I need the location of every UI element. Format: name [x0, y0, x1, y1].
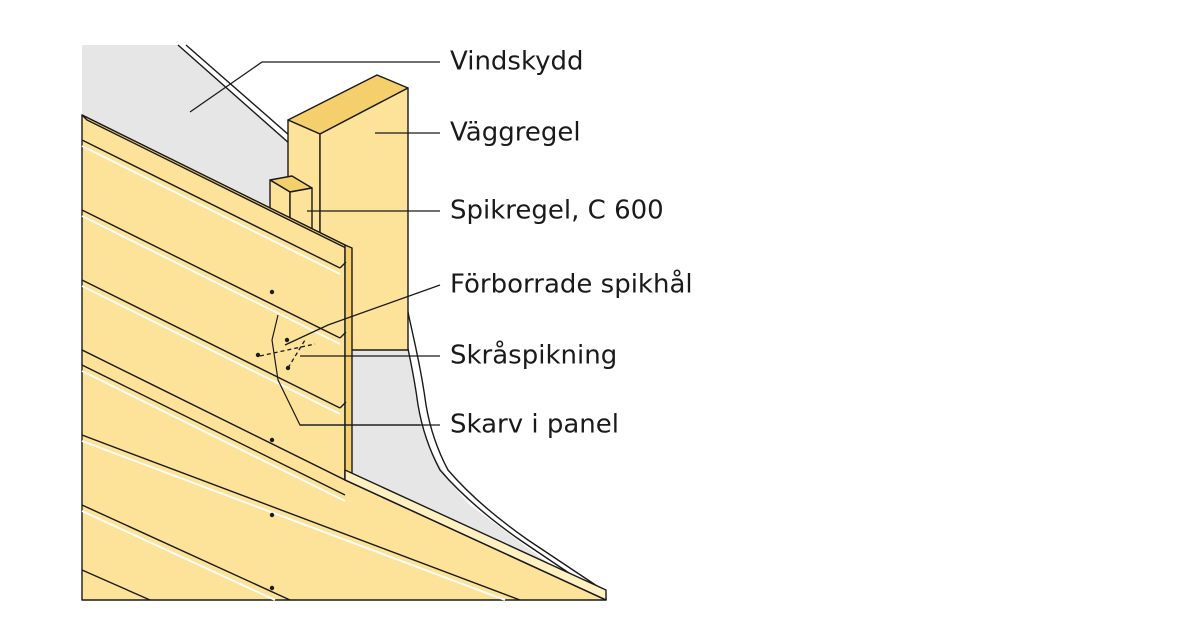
lower-panel-boards: [81, 349, 607, 601]
upper-panel-boards: [81, 114, 353, 481]
label-skraspikning: Skråspikning: [450, 340, 617, 371]
skew-nailing: [259, 339, 316, 369]
leader-lines: [189, 61, 441, 426]
label-spikregel: Spikregel, C 600: [450, 196, 664, 226]
label-skarv: Skarv i panel: [450, 410, 619, 440]
label-forborrade: Förborrade spikhål: [450, 269, 693, 300]
label-vindskydd: Vindskydd: [450, 47, 584, 77]
label-vaggregel: Väggregel: [450, 118, 581, 148]
